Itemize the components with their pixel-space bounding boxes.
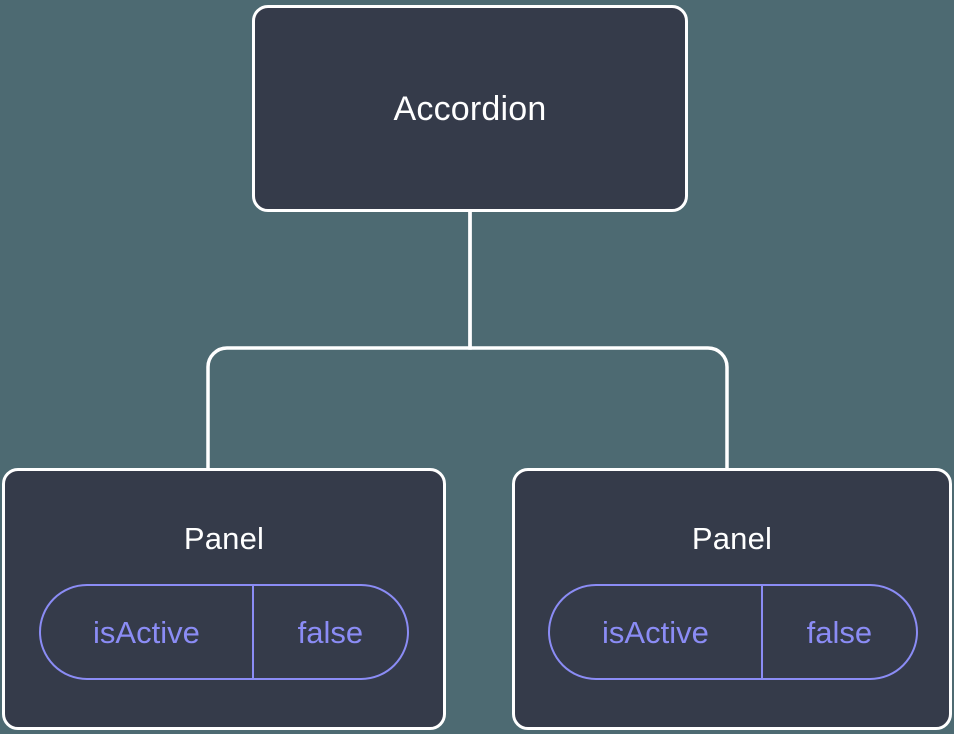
state-pill-key: isActive <box>550 586 763 678</box>
node-accordion-title: Accordion <box>393 89 547 128</box>
node-panel-left-title: Panel <box>183 521 265 556</box>
edge-accordion-to-panel-right <box>468 210 729 470</box>
state-pill-key: isActive <box>41 586 254 678</box>
node-panel-right-title: Panel <box>691 521 773 556</box>
node-accordion[interactable]: Accordion <box>252 5 688 212</box>
state-pill-value: false <box>806 614 873 650</box>
state-pill-panel-right[interactable]: isActive false <box>548 584 918 680</box>
node-panel-right[interactable]: Panel isActive false <box>512 468 952 730</box>
edge-accordion-to-panel-left <box>206 210 472 470</box>
state-pill-panel-left[interactable]: isActive false <box>39 584 409 680</box>
state-pill-value: false <box>297 614 364 650</box>
node-panel-left[interactable]: Panel isActive false <box>2 468 446 730</box>
